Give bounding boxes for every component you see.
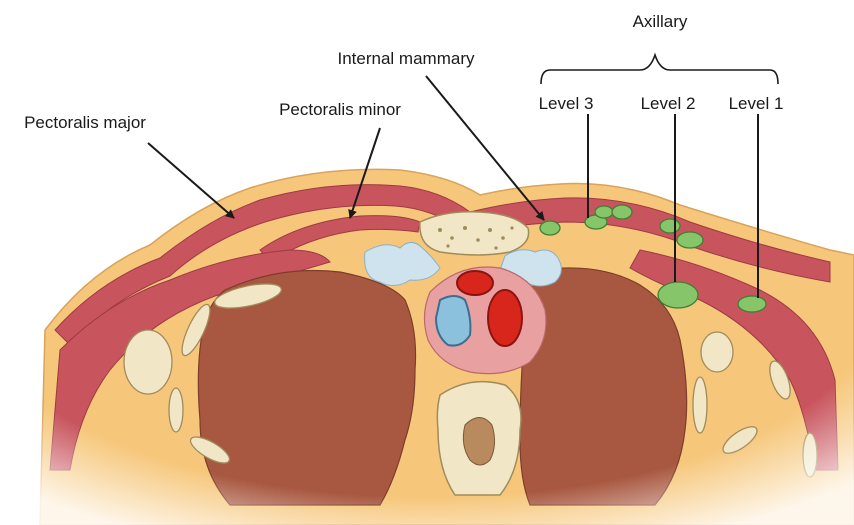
label-level-2: Level 2: [641, 94, 696, 113]
label-axillary: Axillary: [633, 12, 688, 31]
edge-fade: [0, 150, 854, 525]
label-pectoralis-minor: Pectoralis minor: [279, 100, 401, 119]
label-level-1: Level 1: [729, 94, 784, 113]
label-level-3: Level 3: [539, 94, 594, 113]
label-internal-mammary: Internal mammary: [338, 49, 475, 68]
axillary-bracket: [541, 55, 778, 84]
label-pectoralis-major: Pectoralis major: [24, 113, 146, 132]
